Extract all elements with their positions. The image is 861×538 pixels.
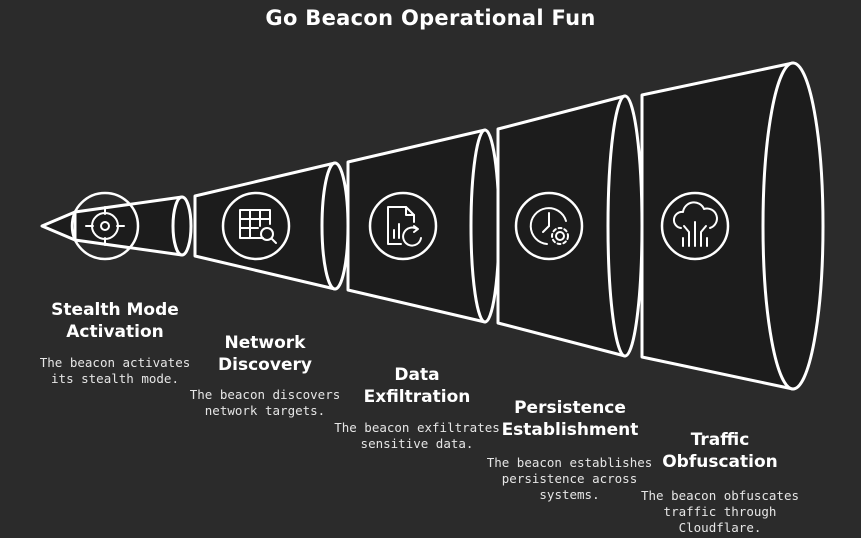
clock-gear-icon xyxy=(529,207,569,245)
diagram-title: Go Beacon Operational Fun xyxy=(265,6,596,30)
funnel-segment-2 xyxy=(193,161,337,291)
crosshair-icon xyxy=(85,206,125,246)
funnel-segment-3 xyxy=(346,128,487,324)
stage-desc-data-exfiltration: The beacon exfiltrates sensitive data. xyxy=(334,420,500,451)
cloud-network-icon xyxy=(672,201,718,247)
funnel-segment-4-rim xyxy=(606,94,644,358)
funnel-segment-1-rim xyxy=(171,195,193,257)
stage-desc-traffic-obfuscation: The beacon obfuscates traffic through Cl… xyxy=(640,488,800,535)
stage-label-traffic-obfuscation: Traffic Obfuscation xyxy=(662,430,778,472)
funnel-segment-3-rim xyxy=(469,128,501,324)
document-chart-icon xyxy=(387,206,422,247)
funnel-segment-5-rim xyxy=(761,61,825,391)
stage-desc-stealth-mode: The beacon activates its stealth mode. xyxy=(39,355,191,386)
stage-label-data-exfiltration: Data Exfiltration xyxy=(363,365,471,407)
table-search-icon xyxy=(239,209,277,244)
stage-label-network-discovery: Network Discovery xyxy=(218,333,312,375)
stage-desc-network-discovery: The beacon discovers network targets. xyxy=(189,387,341,418)
stage-label-persistence: Persistence Establishment xyxy=(501,398,639,440)
funnel-segment-2-rim xyxy=(320,161,350,291)
funnel-tip xyxy=(40,210,77,242)
stage-desc-persistence: The beacon establishes persistence acros… xyxy=(486,455,653,502)
stage-label-stealth-mode: Stealth Mode Activation xyxy=(51,300,179,342)
